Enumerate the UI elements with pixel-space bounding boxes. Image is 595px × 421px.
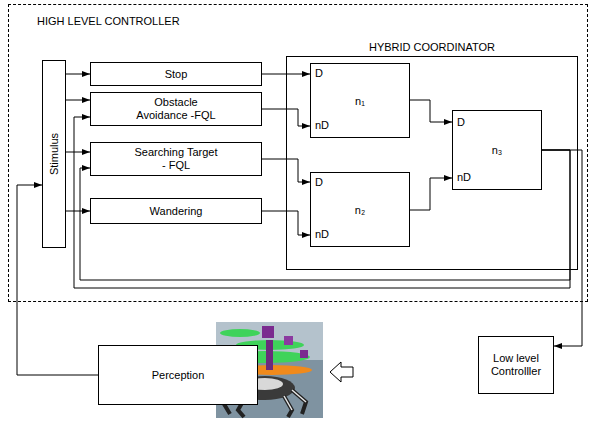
- node-text: Searching Target - FQL: [132, 146, 220, 171]
- node-text: Wandering: [150, 205, 203, 218]
- connector-arrow: [410, 178, 452, 210]
- node-text: D: [457, 116, 465, 129]
- node-text: Obstacle Avoidance -FQL: [132, 96, 220, 121]
- controller-box: Low level Controlller: [478, 336, 554, 394]
- node-text: Stimulus: [48, 133, 61, 175]
- node-text: nD: [457, 171, 471, 184]
- node-text: HYBRID COORDINATOR: [369, 41, 495, 54]
- node-text: D: [315, 67, 323, 80]
- node-box: Dn₃ nD: [452, 110, 542, 190]
- coordinator-box: Dn₁nDDn₂nDDn₃nDHYBRID COORDINATOR: [286, 56, 578, 270]
- connector-arrow: [66, 211, 90, 212]
- behaviour-box: Stop: [90, 62, 262, 86]
- connector-arrow: [66, 100, 90, 101]
- green-disc: [220, 329, 260, 337]
- node-box: Dn₁ nD: [310, 63, 410, 138]
- connector-arrow: [410, 100, 452, 122]
- node-text: Stop: [165, 68, 188, 81]
- node-text: nD: [315, 228, 329, 241]
- purple-cube: [262, 326, 274, 338]
- controller-region: Stimulus StopObstacle Avoidance -FQL Searc…: [8, 4, 588, 302]
- purple-cube: [284, 336, 293, 345]
- perception-box: Perception: [98, 345, 258, 405]
- node-text: n₁: [355, 94, 365, 107]
- behaviour-box: Searching Target - FQL: [90, 142, 262, 176]
- node-box: Dn₂ nD: [310, 172, 410, 247]
- node-text: n₃: [492, 144, 503, 157]
- robot-mast: [266, 340, 273, 370]
- behaviour-box: Wandering: [90, 198, 262, 224]
- node-text: n₂: [355, 203, 365, 216]
- node-text: HIGH LEVEL CONTROLLER: [37, 15, 180, 28]
- node-text: Low level Controlller: [483, 352, 549, 377]
- connector-arrow: [542, 150, 582, 346]
- connector-arrow: [66, 152, 90, 153]
- node-text: nD: [315, 119, 329, 132]
- stimulus-box: Stimulus: [42, 60, 66, 248]
- node-text: D: [315, 176, 323, 189]
- hollow-arrow: [330, 362, 353, 382]
- node-text: Perception: [152, 369, 205, 382]
- purple-cube: [300, 350, 308, 358]
- connector-arrow: [66, 74, 90, 75]
- behaviour-box: Obstacle Avoidance -FQL: [90, 92, 262, 126]
